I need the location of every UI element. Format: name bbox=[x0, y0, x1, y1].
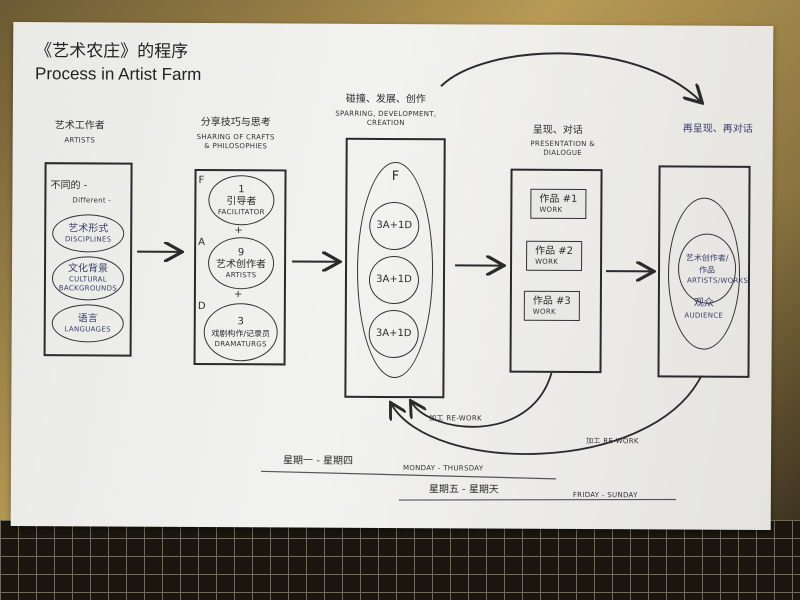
arrow-stage3-to-5 bbox=[440, 52, 701, 102]
rework-arrow-from-stage4 bbox=[411, 372, 553, 428]
timeline-weekdays-line bbox=[260, 470, 556, 480]
timeline-weekend-line bbox=[398, 498, 676, 501]
poster-paper: 《艺术农庄》的程序 Process in Artist Farm 艺术工作者 A… bbox=[10, 22, 774, 530]
background-wire-grid bbox=[0, 520, 800, 600]
rework-arrow-from-stage5 bbox=[391, 375, 703, 455]
diagram-arrows bbox=[137, 52, 774, 501]
